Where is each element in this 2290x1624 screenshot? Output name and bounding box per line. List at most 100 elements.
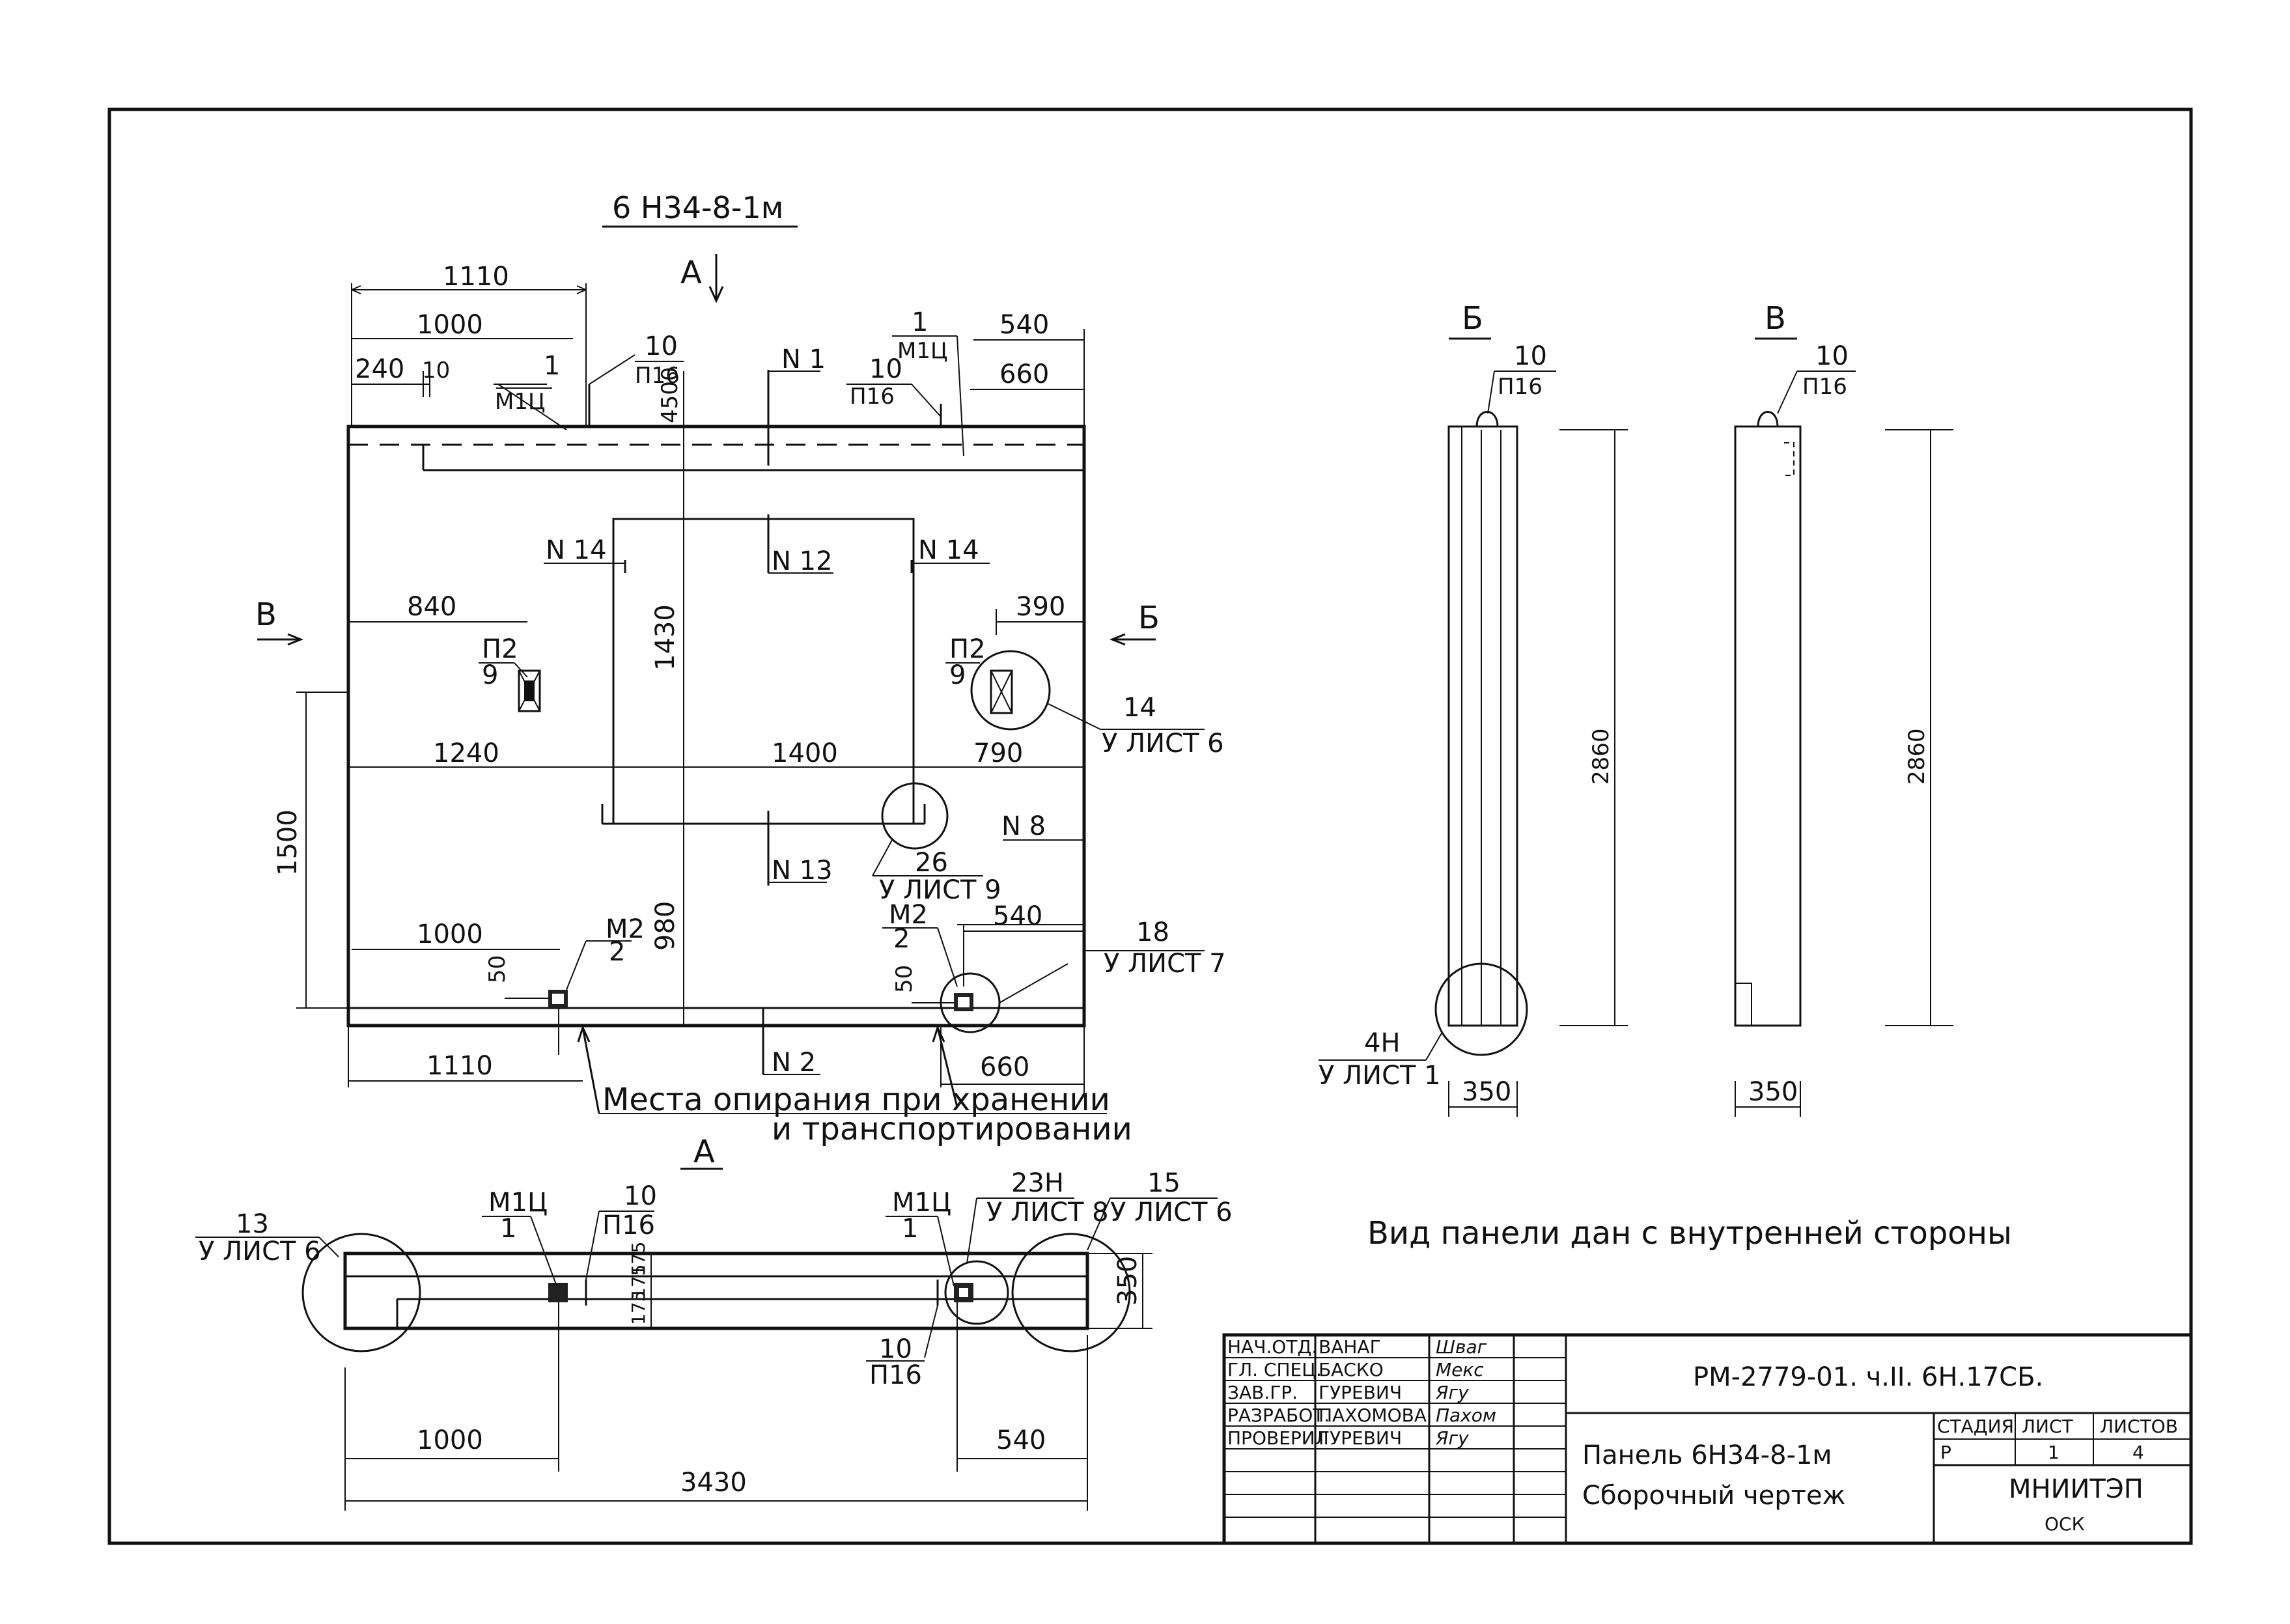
sv-b-dim-2860: 2860 [1588, 728, 1614, 785]
sec-p16: П16 [602, 1211, 655, 1240]
dim-50-right: 50 [891, 965, 917, 993]
mark-n2: N 2 [772, 1048, 816, 1078]
stamp-role: ГЛ. СПЕЦ. [1227, 1359, 1322, 1380]
sv-b-dim-350: 350 [1462, 1077, 1511, 1107]
sec-15: 15 [1147, 1168, 1180, 1198]
stamp-row-1: ГЛ. СПЕЦ. БАСКО Мекс [1227, 1359, 1484, 1380]
dim-1500: 1500 [273, 809, 303, 876]
p16-label-right: П16 [850, 384, 895, 410]
panel-elevation: 6 Н34-8-1м А N 1 N 12 [255, 190, 1226, 1170]
mark-n14-right: N 14 [918, 535, 979, 565]
dim-1110-bottom: 1110 [426, 1051, 493, 1081]
title-block: НАЧ.ОТД. ВАНАГ Шваг ГЛ. СПЕЦ. БАСКО Мекс… [1222, 1333, 2193, 1545]
dim-540-top: 540 [999, 310, 1049, 340]
dim-1400: 1400 [772, 738, 838, 768]
lifting-loop-left [518, 669, 541, 712]
detail-circle-26 [881, 782, 949, 850]
dim-50-left: 50 [484, 955, 510, 983]
p2-num-right: 9 [949, 660, 966, 690]
dim-1110-top: 1110 [443, 262, 509, 292]
stamp-signature: Пахом [1436, 1405, 1496, 1426]
sv-b-p16-num: 10 [1514, 341, 1547, 371]
sec-dim-1000: 1000 [417, 1425, 483, 1455]
detail-circle-4n [1434, 962, 1528, 1056]
stamp-row-4: ПРОВЕРИЛ ГУРЕВИЧ Ягу [1227, 1427, 1469, 1449]
stamp-role: РАЗРАБОТ. [1227, 1405, 1330, 1426]
mark-n13: N 13 [772, 856, 833, 886]
sec-dim-175c: 175 [628, 1291, 649, 1325]
p16-num-right: 10 [869, 354, 902, 384]
sec-23n-sheet: У ЛИСТ 8 [986, 1197, 1109, 1227]
mark-n12: N 12 [772, 546, 833, 576]
panel-outline [346, 425, 1086, 1028]
side-view-v-title: В [1765, 300, 1786, 337]
stamp-signature: Ягу [1435, 1382, 1469, 1403]
p2-num-left: 9 [482, 660, 498, 690]
support-note-line2: и транспортировании [772, 1111, 1132, 1147]
sec-m1c-right: М1Ц [892, 1188, 951, 1218]
sec-dim-175a: 175 [628, 1242, 649, 1276]
p16-num-left: 10 [645, 331, 678, 361]
sec-dim-540: 540 [996, 1425, 1046, 1455]
stamp-name: БАСКО [1319, 1359, 1384, 1380]
sec-p16-bottom: П16 [869, 1360, 922, 1390]
detail-circle-14 [970, 650, 1051, 731]
stamp-role: ЗАВ.ГР. [1227, 1382, 1298, 1403]
stamp-signature: Мекс [1436, 1359, 1484, 1380]
detail-circle-13 [301, 1233, 421, 1352]
stamp-row-0: НАЧ.ОТД. ВАНАГ Шваг [1227, 1336, 1487, 1358]
p2-label-right: П2 [949, 634, 986, 664]
m2-num-right: 2 [893, 924, 910, 954]
sv-v-dim-2860: 2860 [1904, 728, 1930, 785]
drawing-title-line2: Сборочный чертеж [1582, 1481, 1846, 1511]
stamp-row-2: ЗАВ.ГР. ГУРЕВИЧ Ягу [1227, 1382, 1469, 1403]
sheet-value: 1 [2048, 1442, 2060, 1463]
dim-4500: 4500 [657, 367, 683, 423]
sec-dim-3430: 3430 [680, 1468, 747, 1498]
detail-circle-23n [944, 1260, 1009, 1325]
dim-660-bottom: 660 [980, 1052, 1029, 1082]
section-a: М1Ц 1 10 П16 М1Ц 1 23Н У ЛИСТ 8 15 У ЛИС… [195, 1168, 1233, 1511]
sec-15-sheet: У ЛИСТ 6 [1110, 1197, 1233, 1227]
note-14-sheet: У ЛИСТ 6 [1102, 729, 1224, 759]
m1c-num-right: 1 [912, 307, 928, 337]
m1c-label-right: М1Ц [897, 338, 947, 364]
view-b-arrow-label: Б [1138, 600, 1160, 636]
note-18-num: 18 [1136, 917, 1169, 947]
sec-13: 13 [236, 1209, 269, 1239]
stamp-role: НАЧ.ОТД. [1227, 1336, 1317, 1358]
side-view-b-title: Б [1462, 300, 1483, 337]
sv-4n-sheet: У ЛИСТ 1 [1319, 1061, 1441, 1091]
dim-1240: 1240 [433, 738, 499, 768]
sv-v-p16: П16 [1802, 374, 1847, 400]
side-view-v: В 10 П16 2860 350 [1734, 300, 1953, 1117]
window-opening [612, 518, 915, 824]
stamp-row-3: РАЗРАБОТ. ПАХОМОВА Пахом [1227, 1405, 1496, 1426]
sec-p16-bottom-num: 10 [879, 1334, 912, 1364]
dim-1000-mid: 1000 [417, 919, 483, 949]
sec-dim-350: 350 [1113, 1256, 1143, 1306]
dim-1000-top: 1000 [417, 310, 483, 340]
dim-10: 10 [422, 357, 450, 384]
view-note: Вид панели дан с внутренней стороны [1367, 1215, 2012, 1252]
support-note-line1: Места опирания при хранении [602, 1082, 1110, 1118]
sv-4n: 4Н [1364, 1028, 1401, 1058]
sec-dim-175b: 175 [628, 1265, 649, 1299]
p2-label-left: П2 [482, 634, 518, 664]
sheets-value: 4 [2132, 1442, 2144, 1463]
m2-label-left: М2 [606, 914, 645, 944]
stamp-name: ГУРЕВИЧ [1319, 1382, 1402, 1403]
note-26-num: 26 [915, 848, 948, 878]
view-title: 6 Н34-8-1м [612, 190, 783, 225]
sv-v-dim-350: 350 [1748, 1077, 1798, 1107]
side-view-b: Б 10 П16 2860 4Н У ЛИСТ 1 350 [1319, 300, 1628, 1117]
stamp-name: ПАХОМОВА [1319, 1405, 1427, 1426]
doc-code: РМ-2779-01. ч.II. 6Н.17СБ. [1693, 1362, 2043, 1392]
sec-m1c-left: М1Ц [488, 1188, 548, 1218]
sheet-header: ЛИСТ [2022, 1416, 2074, 1437]
stamp-role: ПРОВЕРИЛ [1227, 1427, 1329, 1449]
org-line1: МНИИТЭП [2009, 1474, 2143, 1504]
m2-num-left: 2 [609, 937, 625, 967]
drawing-title-line1: Панель 6Н34-8-1м [1582, 1440, 1832, 1470]
